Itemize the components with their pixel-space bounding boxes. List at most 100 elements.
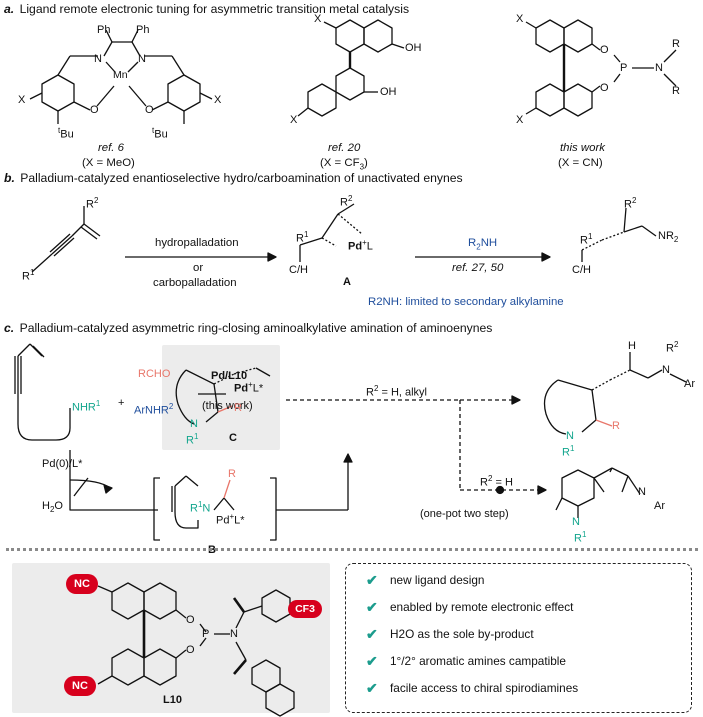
l10-o-2: O (186, 644, 195, 656)
l10-o-1: O (186, 614, 195, 626)
allene-product-structure (581, 207, 657, 262)
binol-oh-1: OH (405, 42, 422, 54)
condition-1: R2 = H, alkyl (366, 384, 428, 399)
x-cf3-caption: (X = CF3) (320, 157, 368, 172)
phos-p-label: P (620, 62, 628, 74)
enyne-r2: R2 (86, 196, 99, 211)
phos-n-label: N (655, 62, 663, 74)
b-pd-label: Pd+L* (216, 512, 245, 527)
binol-x-2: X (290, 114, 298, 126)
enyne-structure (31, 206, 101, 273)
nc-badge-bottom: NC (64, 676, 96, 696)
a-r2: R2 (340, 194, 353, 209)
p2-n-ring: N (572, 516, 580, 528)
cyclic-allene-product-structure (543, 352, 687, 435)
o-label-1: O (90, 104, 99, 116)
enyne-r1: R1 (22, 268, 35, 283)
intermediate-b-structure (171, 475, 235, 529)
phos-r-2: R (672, 85, 680, 97)
intermediate-c-label: C (229, 432, 237, 444)
this-work-label: (this work) (202, 400, 253, 412)
intermediate-a-structure (299, 203, 363, 262)
p2-r1: R1 (574, 530, 587, 545)
l10-p: P (202, 628, 210, 640)
product-ch: C/H (572, 264, 591, 276)
p1-r1: R1 (562, 444, 575, 459)
this-work-caption: this work (560, 142, 605, 154)
ligand-l10-structure (97, 582, 295, 717)
x-cn-caption: (X = CN) (558, 157, 603, 169)
features-box: ✔new ligand design ✔enabled by remote el… (345, 563, 692, 713)
limitation-note: R2NH: limited to secondary alkylamine (368, 296, 564, 308)
phos-o-1: O (600, 44, 609, 56)
ph-label-1: Ph (97, 24, 111, 36)
l10-n: N (230, 628, 238, 640)
checkmark-icon: ✔ (366, 599, 378, 615)
ref-6-caption: ref. 6 (98, 142, 124, 154)
ph-label-2: Ph (136, 24, 150, 36)
n-label-2: N (138, 53, 146, 65)
condition-2: R2 = H (480, 474, 513, 489)
tbu-label-2: tBu (152, 126, 168, 141)
p1-r2-label: R2 (666, 340, 679, 355)
intermediate-c-box (162, 345, 280, 450)
feature-item: ✔H2O as the sole by-product (366, 626, 534, 642)
section-c-header: c. Palladium-catalyzed asymmetric ring-c… (4, 321, 493, 335)
pd-ligand-label: Pd(0)/L* (42, 458, 83, 470)
tbu-label-1: tBu (58, 126, 74, 141)
x-label-2: X (214, 94, 222, 106)
aldehyde-label: RCHO (138, 368, 171, 380)
product-r2: R2 (624, 196, 637, 211)
catalyst-label: Pd/L10 (211, 370, 248, 382)
arylamine-label: ArNHR2 (134, 402, 174, 417)
plus-sign: + (118, 397, 125, 409)
ligand-name: L10 (163, 694, 182, 706)
arrow1-top-label: hydropalladation (155, 237, 239, 249)
one-pot-label: (one-pot two step) (420, 508, 509, 520)
aminoenyne-structure (14, 343, 71, 441)
a-r1: R1 (296, 230, 309, 245)
c-n-label: N (190, 418, 198, 430)
o-label-2: O (145, 104, 154, 116)
section-b-header: b. Palladium-catalyzed enantioselective … (4, 171, 463, 185)
ref-20-caption: ref. 20 (328, 142, 361, 154)
binol-x-1: X (314, 13, 322, 25)
nc-badge-top: NC (66, 574, 98, 594)
checkmark-icon: ✔ (366, 572, 378, 588)
phos-o-2: O (600, 82, 609, 94)
arrow1-bot-label: carbopalladation (153, 277, 237, 289)
aminoenyne-nhr1: NHR1 (72, 399, 101, 414)
mn-label: Mn (113, 69, 128, 81)
cf3-badge: CF3 (288, 600, 322, 618)
n-label-1: N (94, 53, 102, 65)
b-r1n-label: R1N (190, 500, 211, 515)
x-meo-caption: (X = MeO) (82, 157, 135, 169)
water-label: H2O (42, 500, 63, 515)
p1-n-label: N (662, 364, 670, 376)
section-b-title: Palladium-catalyzed enantioselective hyd… (20, 171, 463, 185)
feature-item: ✔enabled by remote electronic effect (366, 599, 574, 615)
product-nr2: NR2 (658, 230, 679, 245)
r2nh-reagent: R2NH (468, 237, 498, 252)
p1-h-label: H (628, 340, 636, 352)
checkmark-icon: ✔ (366, 653, 378, 669)
section-a-header: a. Ligand remote electronic tuning for a… (4, 2, 410, 16)
intermediate-a-label: A (343, 276, 351, 288)
phos-x-2: X (516, 114, 524, 126)
product-r1: R1 (580, 232, 593, 247)
refs-27-50: ref. 27, 50 (452, 262, 504, 274)
binol-structure (297, 19, 405, 117)
c-r-label: R (234, 402, 242, 414)
checkmark-icon: ✔ (366, 680, 378, 696)
checkmark-icon: ✔ (366, 626, 378, 642)
c-pd-label: Pd+L* (234, 380, 264, 395)
p1-n-ring: N (566, 430, 574, 442)
spirodiamine-product-structure (555, 467, 641, 518)
c-r1-label: R1 (186, 432, 199, 447)
section-divider (6, 548, 698, 551)
p2-ar-label: Ar (654, 500, 665, 512)
section-a-title: Ligand remote electronic tuning for asym… (19, 2, 410, 16)
feature-item: ✔new ligand design (366, 572, 485, 588)
intermediate-c-structure (175, 367, 271, 425)
